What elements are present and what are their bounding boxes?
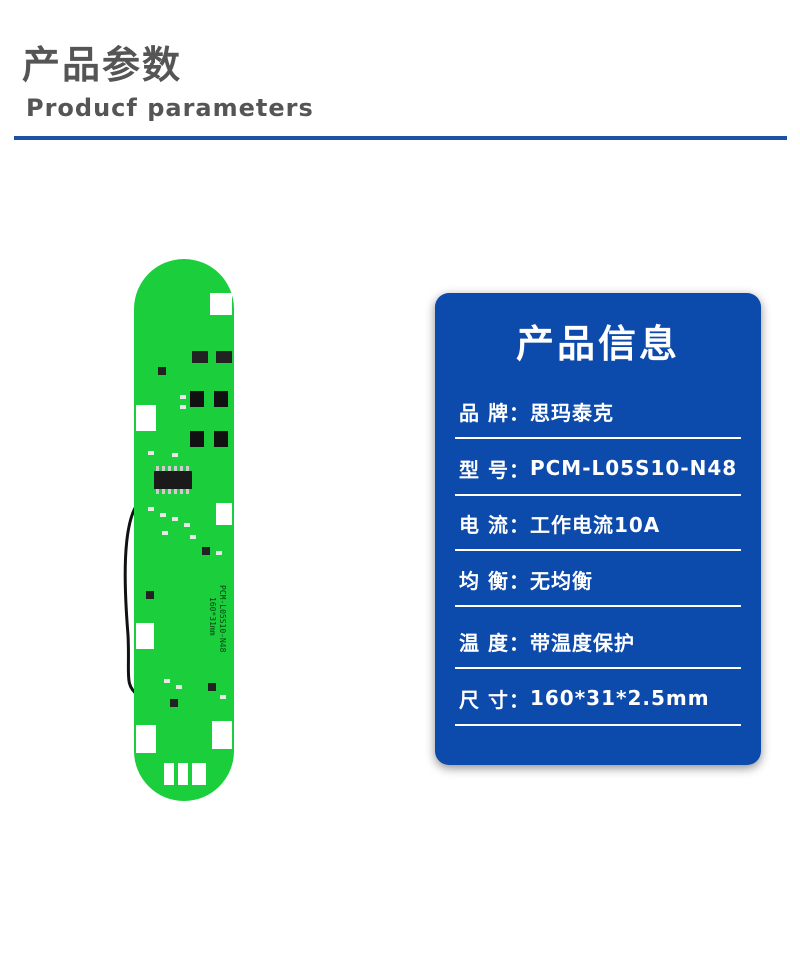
section-title-en: Producf parameters xyxy=(26,94,314,122)
info-label: 均 衡： xyxy=(459,568,530,593)
info-row-size: 尺 寸： 160*31*2.5mm xyxy=(455,670,741,726)
info-row-balance: 均 衡： 无均衡 xyxy=(455,551,741,607)
info-row-temperature: 温 度： 带温度保护 xyxy=(455,613,741,669)
info-label: 型 号： xyxy=(459,457,530,482)
info-value: 带温度保护 xyxy=(529,630,635,655)
info-label: 品 牌： xyxy=(459,400,530,425)
info-row-model: 型 号： PCM-L05S10-N48 xyxy=(455,440,741,496)
silkscreen-size-text: 160*31mm xyxy=(208,597,217,636)
info-label: 电 流： xyxy=(459,512,530,537)
product-info-card: 产品信息 品 牌： 思玛泰克 型 号： PCM-L05S10-N48 电 流： … xyxy=(435,293,761,765)
pcb-body xyxy=(134,259,234,801)
info-row-brand: 品 牌： 思玛泰克 xyxy=(455,383,741,439)
silkscreen-model-text: PCM-L05S10-N48 xyxy=(218,585,227,653)
info-value: 思玛泰克 xyxy=(529,400,614,425)
info-value: PCM-L05S10-N48 xyxy=(529,456,738,480)
info-value: 无均衡 xyxy=(529,568,593,593)
info-label: 温 度： xyxy=(459,630,530,655)
info-label: 尺 寸： xyxy=(459,687,530,712)
header-divider xyxy=(14,136,787,140)
info-value: 工作电流10A xyxy=(529,512,661,537)
section-title-cn: 产品参数 xyxy=(22,43,183,87)
info-value: 160*31*2.5mm xyxy=(529,686,710,710)
card-title: 产品信息 xyxy=(515,322,680,366)
info-row-current: 电 流： 工作电流10A xyxy=(455,495,741,551)
pcb-board-image: PCM-L05S10-N48 160*31mm xyxy=(120,255,250,805)
